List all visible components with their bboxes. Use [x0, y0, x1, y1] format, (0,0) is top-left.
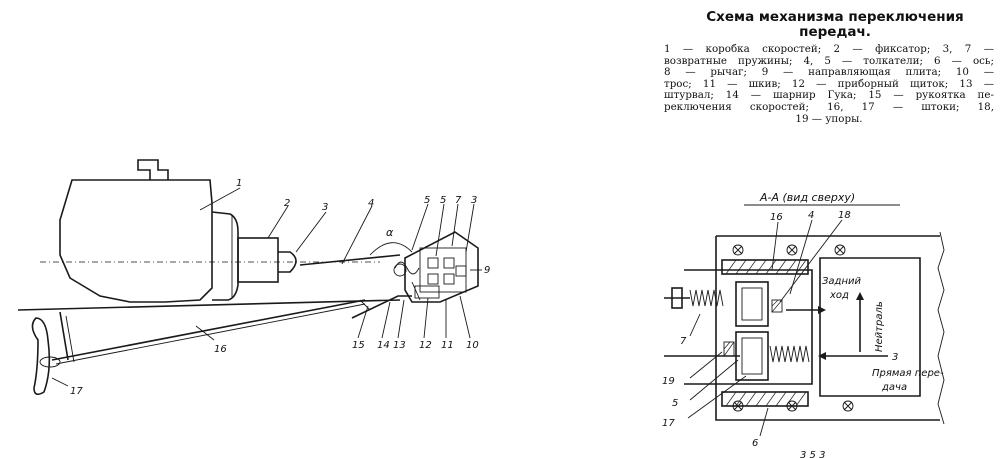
- label-9: 9: [484, 265, 490, 276]
- caption-line: возвратные пружины; 4, 5 — толкатели; 6 …: [664, 54, 994, 67]
- angle-alpha: α: [386, 226, 394, 239]
- zadniy-label-2: ход: [829, 290, 849, 301]
- deck-line: [17, 299, 401, 311]
- pryamaya-label-2: дача: [881, 382, 907, 393]
- rod-16: [51, 299, 366, 361]
- footer-fragment: 3 5 3: [800, 450, 825, 458]
- pryamaya-label-1: Прямая пере-: [872, 368, 944, 379]
- shift-lever-15: [351, 295, 412, 319]
- return-spring-3: [278, 251, 297, 273]
- sv-label-16: 16: [770, 212, 783, 223]
- figure-caption: 1 — коробка скоростей; 2 — фиксатор; 3, …: [664, 43, 994, 125]
- label-17: 17: [70, 386, 83, 397]
- pusher-4: [299, 254, 401, 266]
- fixator-2: [237, 237, 279, 283]
- label-5b: 5: [440, 195, 446, 206]
- label-10: 10: [466, 340, 479, 351]
- guide-plate: [715, 235, 940, 421]
- sv-label-7: 7: [680, 336, 687, 347]
- caption-line: 19 — упоры.: [795, 112, 863, 125]
- sv-label-19: 19: [662, 376, 675, 387]
- sv-label-18: 18: [838, 210, 851, 221]
- sv-label-5: 5: [672, 398, 678, 409]
- label-15: 15: [352, 340, 365, 351]
- pusher-5-box: [735, 331, 769, 381]
- caption-line: 8 — рычаг; 9 — направляющая плита; 10 —: [664, 66, 994, 79]
- label-5a: 5: [424, 195, 430, 206]
- neutral-label: Нейтраль: [874, 301, 885, 352]
- label-4: 4: [368, 198, 374, 209]
- propeller-17: [31, 317, 51, 396]
- side-view-diagram: 1 2 3 4 α 5 5 7 3 9 15 14 13 12 11 10 16…: [17, 159, 490, 397]
- section-heading: А-А (вид сверху): [759, 191, 855, 204]
- label-14: 14: [377, 340, 390, 351]
- sv-label-4: 4: [808, 210, 814, 221]
- caption-line: реключения скоростей; 16, 17 — штоки; 18…: [664, 100, 994, 113]
- label-13: 13: [393, 340, 406, 351]
- label-11: 11: [441, 340, 454, 351]
- pusher-4-box: [735, 281, 769, 327]
- hatched-supports: [721, 259, 809, 407]
- label-16: 16: [214, 344, 227, 355]
- gearbox-top-knob: [137, 159, 169, 180]
- spring-lower: [769, 345, 810, 363]
- label-2: 2: [284, 198, 290, 209]
- label-3b: 3: [471, 195, 477, 206]
- control-box: [393, 231, 479, 303]
- section-view: А-А (вид сверху): [662, 191, 945, 458]
- caption-line: 1 — коробка скоростей; 2 — фиксатор; 3, …: [664, 43, 994, 55]
- caption-line: трос; 11 — шкив; 12 — приборный щиток; 1…: [664, 77, 994, 90]
- sv-label-17: 17: [662, 418, 675, 429]
- gearbox-body: [59, 179, 213, 303]
- sv-label-3: 3: [892, 352, 898, 363]
- sv-label-6: 6: [752, 438, 758, 449]
- figure-title: Схема механизма переключения передач.: [706, 9, 964, 40]
- label-3: 3: [322, 202, 328, 213]
- spring-7: [689, 289, 724, 307]
- label-7: 7: [455, 195, 462, 206]
- label-12: 12: [419, 340, 432, 351]
- zadniy-label-1: Задний: [822, 276, 861, 287]
- caption-line: штурвал; 14 — шарнир Гука; 15 — рукоятка…: [664, 89, 994, 102]
- label-1: 1: [236, 178, 242, 189]
- gearbox-flange: [211, 211, 239, 301]
